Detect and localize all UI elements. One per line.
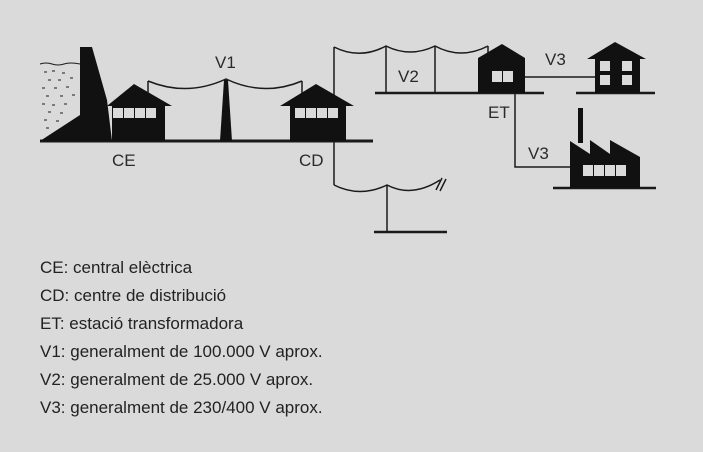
water-reservoir-icon <box>39 62 81 129</box>
legend-item-v1: V1: generalment de 100.000 V aprox. <box>40 342 323 361</box>
label-v1: V1 <box>215 53 236 72</box>
legend-item-cd: CD: centre de distribució <box>40 286 227 305</box>
legend-item-v3: V3: generalment de 230/400 V aprox. <box>40 398 323 417</box>
legend-item-et: ET: estació transformadora <box>40 314 244 333</box>
legend-item-ce: CE: central elèctrica <box>40 258 193 277</box>
label-cd: CD <box>299 151 324 170</box>
transmission-tower-icon <box>220 80 232 141</box>
distribution-center-icon <box>280 84 354 141</box>
power-plant-icon <box>39 47 172 141</box>
label-et: ET <box>488 103 510 122</box>
legend: CE: central elèctrica CD: centre de dist… <box>40 254 323 422</box>
lower-branch-line <box>333 177 447 234</box>
legend-item-v2: V2: generalment de 25.000 V aprox. <box>40 370 314 389</box>
label-v2: V2 <box>398 67 419 86</box>
factory-icon <box>570 108 640 188</box>
label-ce: CE <box>112 151 136 170</box>
label-v3-house: V3 <box>545 50 566 69</box>
transformer-station-icon <box>478 44 525 93</box>
label-v3-factory: V3 <box>528 144 549 163</box>
residential-house-icon <box>587 42 646 93</box>
